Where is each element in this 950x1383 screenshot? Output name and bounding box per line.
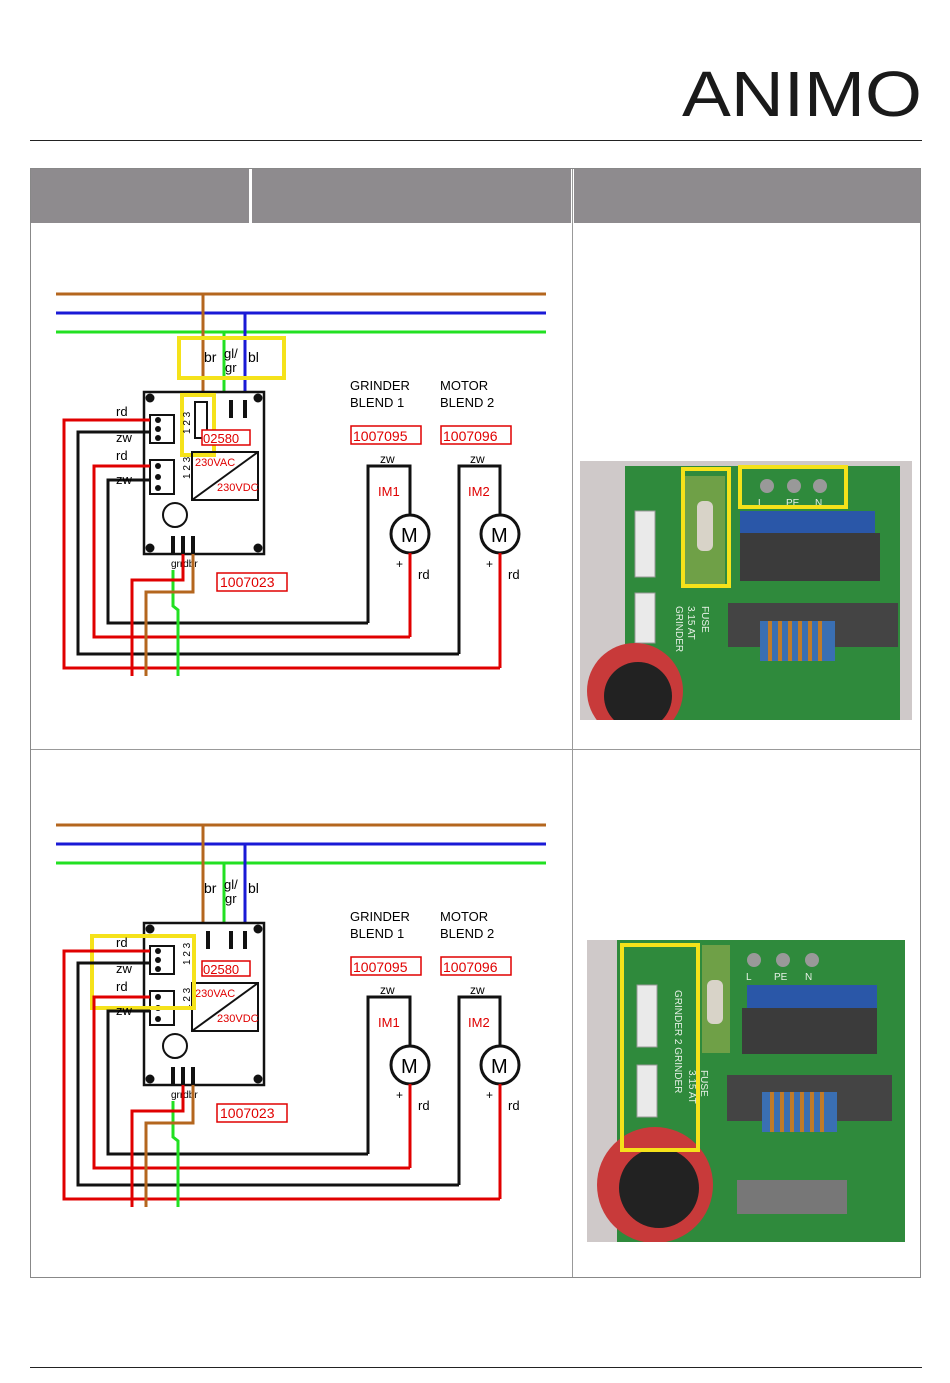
highlight-box-fuse — [180, 393, 216, 457]
svg-text:rd: rd — [116, 979, 128, 994]
svg-text:+: + — [396, 1088, 403, 1102]
highlight-box-connectors-photo — [620, 943, 700, 1152]
svg-text:02580: 02580 — [203, 431, 239, 446]
svg-text:bl: bl — [248, 880, 259, 896]
svg-text:zw: zw — [116, 472, 133, 487]
column-divider — [572, 169, 573, 1277]
svg-text:zw: zw — [380, 983, 395, 997]
svg-text:GRINDER 2 GRINDER: GRINDER 2 GRINDER — [672, 990, 683, 1093]
table-header-cell-3 — [574, 169, 920, 223]
svg-text:gr: gr — [225, 891, 237, 906]
table-header-cell-1 — [31, 169, 249, 223]
highlight-box-connectors — [90, 934, 196, 1010]
svg-text:+: + — [486, 557, 493, 571]
svg-text:M: M — [401, 1056, 418, 1078]
svg-text:br: br — [204, 880, 217, 896]
svg-text:rd: rd — [418, 567, 430, 582]
svg-text:zw: zw — [470, 452, 485, 466]
svg-text:230VAC: 230VAC — [195, 457, 235, 469]
row-divider — [31, 749, 920, 750]
svg-text:1007023: 1007023 — [220, 574, 275, 590]
svg-text:IM2: IM2 — [468, 1015, 490, 1030]
svg-text:gl/: gl/ — [224, 346, 238, 361]
logo-text: ANIMO — [682, 60, 922, 126]
svg-text:rd: rd — [116, 404, 128, 419]
svg-text:rd: rd — [418, 1098, 430, 1113]
svg-text:gl/: gl/ — [224, 877, 238, 892]
svg-text:1007023: 1007023 — [220, 1105, 275, 1121]
svg-text:+: + — [396, 557, 403, 571]
svg-text:grrdbr: grrdbr — [171, 559, 198, 570]
instruction-table — [30, 168, 921, 1278]
pcb-photo-2: FUSE 3.15 AT GRINDER 2 GRINDER L PE N — [587, 940, 905, 1242]
svg-text:grrdbr: grrdbr — [171, 1090, 198, 1101]
svg-text:FUSE: FUSE — [699, 606, 710, 633]
svg-text:BLEND 2: BLEND 2 — [440, 926, 494, 941]
pcb-photo-1: FUSE 3.15 AT GRINDER L PE N — [580, 461, 912, 720]
svg-text:+: + — [486, 1088, 493, 1102]
svg-text:IM1: IM1 — [378, 484, 400, 499]
svg-text:N: N — [805, 972, 812, 983]
svg-text:L: L — [758, 498, 764, 509]
svg-text:IM1: IM1 — [378, 1015, 400, 1030]
svg-text:1 2 3: 1 2 3 — [182, 456, 193, 479]
svg-text:rd: rd — [508, 567, 520, 582]
svg-text:3.15 AT: 3.15 AT — [685, 606, 696, 640]
highlight-box-fuse-photo — [681, 467, 731, 588]
svg-text:M: M — [491, 525, 508, 547]
svg-text:br: br — [204, 349, 217, 365]
svg-text:PE: PE — [786, 498, 800, 509]
svg-text:zw: zw — [116, 1003, 133, 1018]
svg-text:3.15 AT: 3.15 AT — [686, 1070, 697, 1104]
wiring-diagram-1: br gl/ gr bl 02580 230VAC 230VDC 1 2 3 1… — [50, 280, 560, 690]
svg-text:MOTOR: MOTOR — [440, 909, 488, 924]
highlight-box-mains — [177, 336, 286, 380]
svg-text:GRINDER: GRINDER — [350, 378, 410, 393]
svg-text:BLEND 1: BLEND 1 — [350, 395, 404, 410]
svg-text:zw: zw — [380, 452, 395, 466]
svg-text:1007095: 1007095 — [353, 428, 408, 444]
svg-text:MOTOR: MOTOR — [440, 378, 488, 393]
svg-text:1007096: 1007096 — [443, 959, 498, 975]
svg-text:1007096: 1007096 — [443, 428, 498, 444]
svg-text:230VDC: 230VDC — [217, 1013, 259, 1025]
svg-text:M: M — [491, 1056, 508, 1078]
wiring-diagram-2: br gl/ gr bl 02580 230VAC 230VDC 1 2 3 1… — [50, 811, 560, 1221]
svg-text:1 2 3: 1 2 3 — [182, 411, 193, 434]
svg-text:1007095: 1007095 — [353, 959, 408, 975]
svg-text:N: N — [815, 498, 822, 509]
header-divider — [30, 140, 922, 141]
svg-text:zw: zw — [116, 430, 133, 445]
svg-text:L: L — [746, 972, 752, 983]
svg-text:BLEND 2: BLEND 2 — [440, 395, 494, 410]
svg-text:230VDC: 230VDC — [217, 482, 259, 494]
svg-text:IM2: IM2 — [468, 484, 490, 499]
svg-text:BLEND 1: BLEND 1 — [350, 926, 404, 941]
svg-text:FUSE: FUSE — [698, 1070, 709, 1097]
svg-text:1 2 3: 1 2 3 — [182, 942, 193, 965]
svg-text:rd: rd — [116, 448, 128, 463]
footer-divider — [30, 1367, 922, 1368]
table-header-cell-2 — [252, 169, 571, 223]
svg-text:zw: zw — [116, 961, 133, 976]
svg-text:gr: gr — [225, 360, 237, 375]
svg-text:rd: rd — [116, 935, 128, 950]
svg-text:bl: bl — [248, 349, 259, 365]
svg-text:GRINDER: GRINDER — [350, 909, 410, 924]
svg-text:zw: zw — [470, 983, 485, 997]
svg-text:PE: PE — [774, 972, 788, 983]
svg-text:rd: rd — [508, 1098, 520, 1113]
svg-text:M: M — [401, 525, 418, 547]
svg-text:1 2 3: 1 2 3 — [182, 987, 193, 1010]
svg-text:GRINDER: GRINDER — [673, 606, 684, 652]
svg-text:02580: 02580 — [203, 962, 239, 977]
animo-logo: ANIMO — [680, 58, 930, 130]
highlight-box-mains-photo — [738, 465, 848, 509]
svg-text:230VAC: 230VAC — [195, 988, 235, 1000]
